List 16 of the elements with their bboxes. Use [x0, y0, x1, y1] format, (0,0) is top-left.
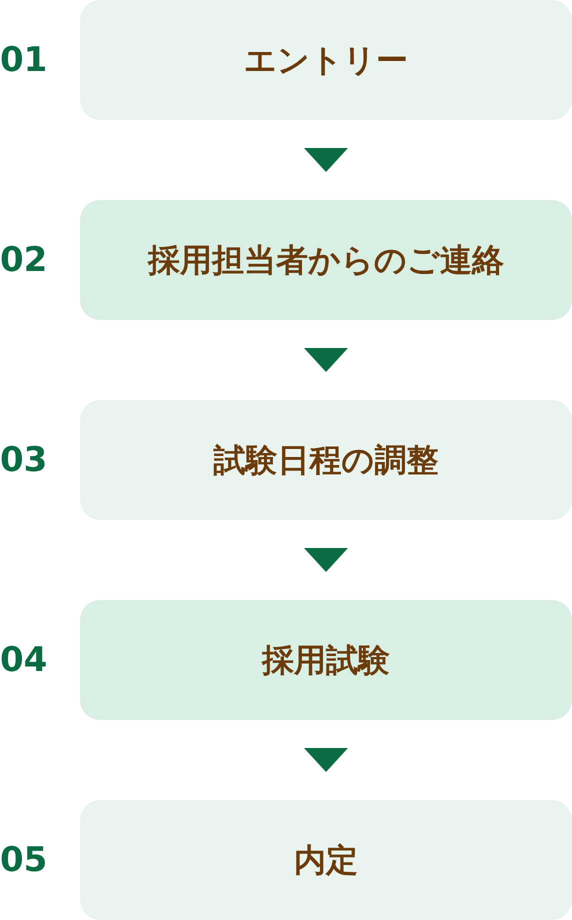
step-label: 採用試験 [262, 640, 390, 680]
arrow [304, 348, 348, 372]
arrow [304, 548, 348, 572]
step-label: 試験日程の調整 [214, 440, 438, 480]
arrow [304, 148, 348, 172]
step-box [80, 600, 572, 720]
step-box [80, 200, 572, 320]
step-number: 02 [0, 243, 48, 277]
step-number: 03 [0, 443, 48, 477]
arrow [304, 748, 348, 772]
step-label: 採用担当者からのご連絡 [148, 240, 504, 280]
step-number: 01 [0, 43, 48, 77]
step-label: エントリー [244, 40, 408, 80]
step-label: 内定 [294, 840, 358, 880]
step-number: 04 [0, 643, 48, 677]
step-number: 05 [0, 843, 48, 877]
